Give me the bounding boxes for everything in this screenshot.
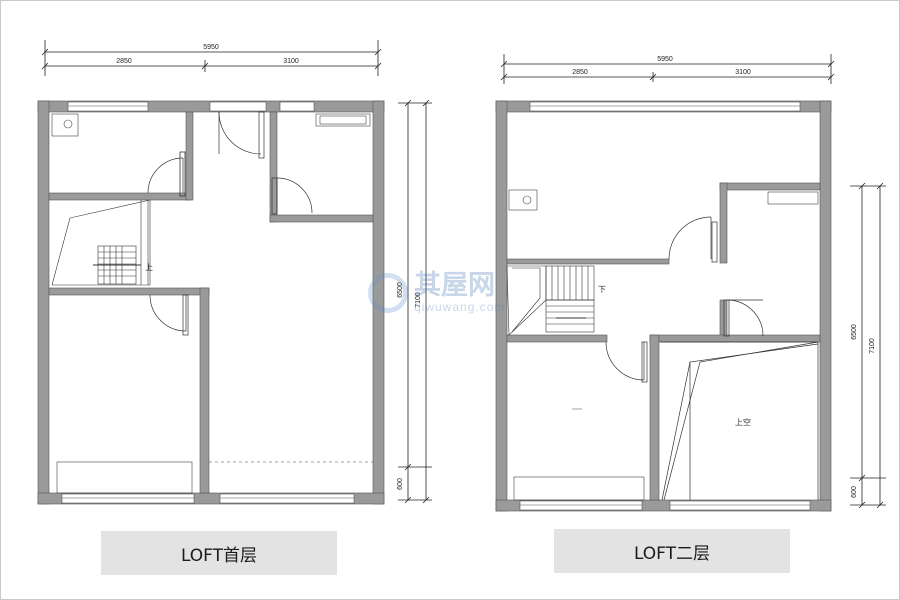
plan-upper-floor: 5950 2850 3100 6500 7100 600 [495,54,886,512]
plan1-segment-right: 3100 [283,58,299,65]
plan2-right-dimensions [850,182,886,509]
plan1-stair-label: 上 [145,263,153,272]
plan2-caption: LOFT二层 [554,529,790,573]
plan1-windows [61,101,355,504]
plan1-caption: LOFT首层 [101,531,337,575]
plan2-windows [519,101,811,511]
plan1-walls [37,100,385,505]
plan2-height-bottom: 600 [851,486,858,498]
plan2-stair-label: 下 [598,285,606,294]
plan1-fixtures [51,113,371,137]
plan1-segment-left: 2850 [116,58,132,65]
plan1-height-bottom: 600 [397,478,404,490]
plan1-stair [51,199,151,286]
plan2-void-label: 上空 [735,417,751,427]
plan1-top-dimensions [41,40,382,76]
plan1-balcony-box [56,461,193,494]
plan1-right-dimensions [398,99,432,504]
plan2-stair [506,265,595,336]
plan2-overall-width: 5950 [657,56,673,63]
plan2-top-dimensions [500,54,835,84]
watermark: 其屋网 qiwuwang.com [368,272,505,314]
plan2-segment-right: 3100 [735,69,751,76]
plan2-doors [605,216,764,383]
plan2-fixtures [508,189,819,211]
plan2-height-total: 7100 [869,338,876,354]
watermark-title: 其屋网 [414,270,495,301]
plan1-height-total: 7100 [415,292,422,308]
watermark-logo-icon [368,273,408,313]
plan2-height-main: 6500 [851,324,858,340]
plan2-balcony-box [513,476,645,501]
plan1-overall-width: 5950 [203,44,219,51]
plan2-void-area [660,341,819,501]
plan1-doors [147,111,313,336]
watermark-subtitle: qiwuwang.com [414,300,506,314]
plan2-segment-left: 2850 [572,69,588,76]
